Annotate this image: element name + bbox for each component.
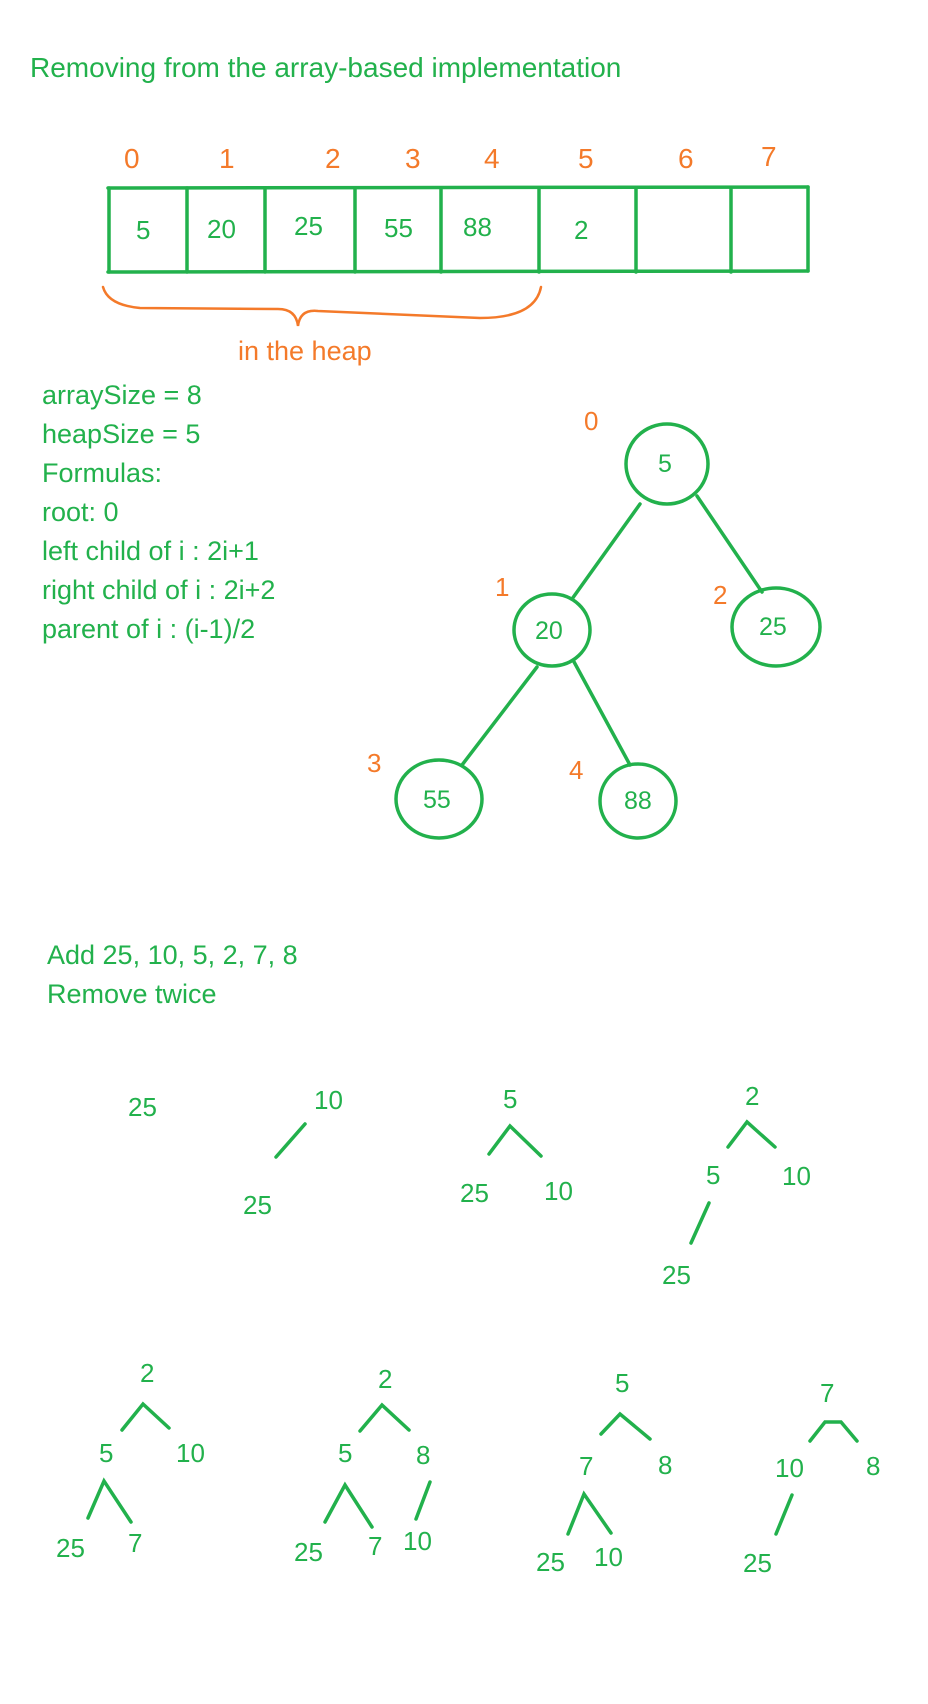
- info-line: Formulas:: [42, 458, 163, 488]
- tree-node-index: 3: [367, 748, 382, 778]
- array-index: 1: [219, 143, 235, 174]
- step-node: 25: [56, 1533, 85, 1563]
- info-line: right child of i : 2i+2: [42, 575, 276, 605]
- heap-brace-label: in the heap: [238, 336, 372, 366]
- array-index: 0: [124, 143, 140, 174]
- array-index: 2: [325, 143, 341, 174]
- exercise-tree-edges: [86, 1119, 859, 1536]
- array-bottom-border: [106, 269, 810, 274]
- exercise-line: Remove twice: [47, 979, 217, 1009]
- array-boxes: [106, 185, 810, 274]
- tree-edge: [695, 494, 764, 594]
- info-line: parent of i : (i-1)/2: [42, 614, 256, 644]
- step-node: 7: [820, 1378, 835, 1408]
- info-line: arraySize = 8: [42, 380, 202, 410]
- array-index: 6: [678, 143, 694, 174]
- step-node: 8: [658, 1450, 673, 1480]
- step-node: 2: [745, 1081, 760, 1111]
- info-line: left child of i : 2i+1: [42, 536, 259, 566]
- step-node: 10: [782, 1161, 811, 1191]
- array-top-border: [106, 185, 810, 190]
- tree-node-value: 88: [624, 787, 652, 815]
- step-node: 10: [314, 1085, 343, 1115]
- step-node: 10: [176, 1438, 205, 1468]
- tree-node-value: 5: [658, 450, 672, 478]
- step-node: 5: [99, 1438, 114, 1468]
- array-cell-value: 25: [294, 211, 323, 241]
- step-node: 2: [378, 1364, 393, 1394]
- tree-node-circle: [598, 762, 678, 840]
- step-node: 5: [706, 1160, 721, 1190]
- tree-node-value: 20: [535, 617, 563, 645]
- step-node: 10: [544, 1176, 573, 1206]
- tree-node-index: 1: [495, 572, 510, 602]
- heap-tree: [394, 422, 822, 840]
- step-node: 25: [662, 1260, 691, 1290]
- tree-node-value: 25: [759, 613, 787, 641]
- array-index: 4: [484, 143, 500, 174]
- page-title: Removing from the array-based implementa…: [30, 52, 622, 83]
- tree-node-index: 2: [713, 580, 728, 610]
- heap-brace: [101, 285, 543, 327]
- tree-edge: [570, 502, 642, 601]
- tree-node-circle: [394, 758, 484, 840]
- step-node: 5: [503, 1084, 518, 1114]
- tree-edge: [571, 658, 632, 767]
- tree-node-circle: [730, 586, 822, 668]
- array-cell-value: 20: [207, 214, 236, 244]
- tree-node-value: 55: [423, 786, 451, 814]
- step-node: 7: [579, 1451, 594, 1481]
- step-node: 7: [128, 1528, 143, 1558]
- info-line: root: 0: [42, 497, 119, 527]
- step-node: 2: [140, 1358, 155, 1388]
- tree-node-circle: [512, 592, 592, 668]
- info-line: heapSize = 5: [42, 419, 201, 449]
- step-node: 10: [594, 1542, 623, 1572]
- step-node: 25: [243, 1190, 272, 1220]
- array-index: 5: [578, 143, 594, 174]
- step-node: 10: [775, 1453, 804, 1483]
- exercise-line: Add 25, 10, 5, 2, 7, 8: [47, 940, 298, 970]
- step-node: 10: [403, 1526, 432, 1556]
- step-node: 8: [416, 1440, 431, 1470]
- array-cell-value: 88: [463, 212, 492, 242]
- step-node: 25: [743, 1548, 772, 1578]
- tree-node-circle: [624, 422, 710, 506]
- array-cell-value: 2: [574, 215, 589, 245]
- step-node: 25: [128, 1092, 157, 1122]
- step-node: 7: [368, 1531, 383, 1561]
- tree-node-index: 4: [569, 755, 584, 785]
- step-node: 5: [615, 1368, 630, 1398]
- step-node: 25: [460, 1178, 489, 1208]
- array-index: 3: [405, 143, 421, 174]
- array-index: 7: [761, 141, 777, 172]
- step-node: 25: [536, 1547, 565, 1577]
- step-node: 25: [294, 1537, 323, 1567]
- step-node: 5: [338, 1438, 353, 1468]
- step-node: 8: [866, 1451, 881, 1481]
- array-cell-value: 55: [384, 213, 413, 243]
- tree-node-index: 0: [584, 406, 599, 436]
- tree-edge: [460, 665, 539, 767]
- array-cell-value: 5: [136, 215, 151, 245]
